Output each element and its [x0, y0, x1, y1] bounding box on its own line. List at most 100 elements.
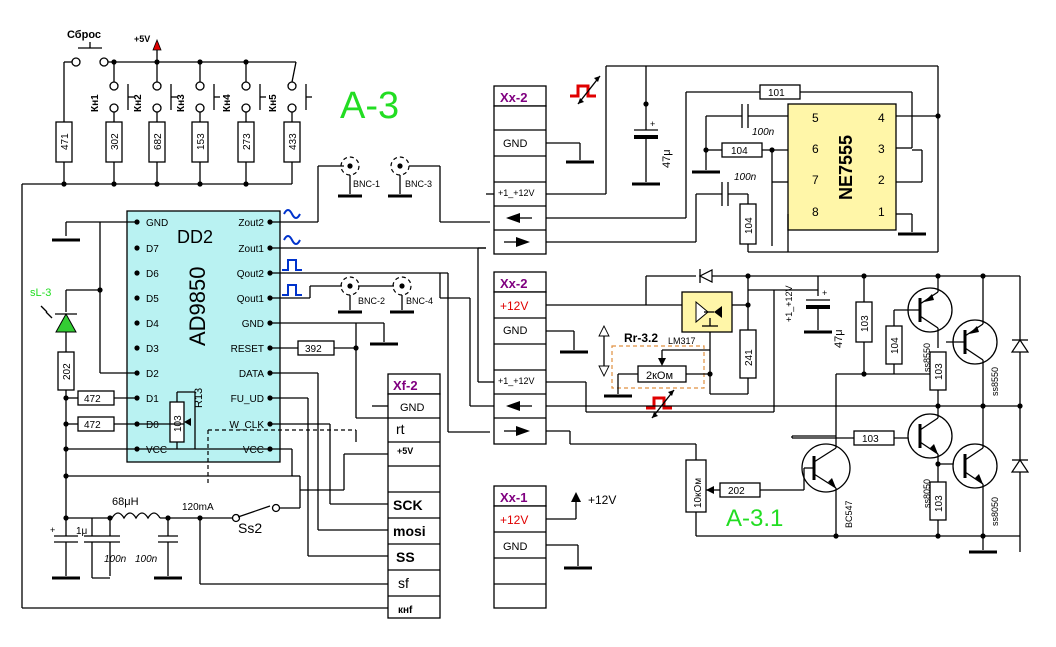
xx2-mid-arrow-right-icon — [516, 426, 530, 436]
button-column-3: Кн3 — [176, 62, 220, 122]
dd2-pin-d0: D0 — [146, 420, 159, 431]
xf2-pin-sf: sf — [398, 575, 409, 591]
resistor-241-label: 241 — [744, 349, 755, 366]
connector-xf2: Xf-2 GND rt +5V SCK mosi SS sf кнf — [387, 373, 441, 619]
button-label-4: Кн4 — [222, 94, 233, 112]
connector-xx1-title: Xx-1 — [500, 490, 527, 505]
button-label-3: Кн3 — [176, 94, 187, 112]
transistor-ss8550-1-label: ss8550 — [922, 343, 932, 372]
led-label: sL-3 — [30, 287, 51, 299]
xx2-mid-pin-gnd: GND — [503, 325, 528, 337]
connector-xx2-top-body — [493, 105, 547, 255]
dd2-pin-gnd-right: GND — [242, 319, 264, 330]
dd2-pin-d4: D4 — [146, 319, 159, 330]
plus5v-arrow-icon — [152, 38, 162, 51]
transistor-ss8050-1-label: ss8050 — [922, 479, 932, 508]
dd2-right-network: 392 — [207, 322, 398, 557]
dd2-pin-qout2: Qout2 — [237, 269, 265, 280]
resistor-472-d1-label: 472 — [84, 394, 101, 405]
xf2-pin-mosi: mosi — [393, 523, 426, 539]
resistor-104-side-label: 104 — [890, 337, 901, 354]
chip-dd2-body — [126, 210, 281, 463]
resistor-682-label: 682 — [153, 133, 164, 150]
dd2-pin-data: DATA — [239, 369, 265, 380]
transistor-bc547-label: BC547 — [844, 500, 854, 528]
button-column-4: Кн4 — [222, 62, 266, 122]
reset-label: Сброс — [67, 29, 101, 41]
transistor-ss8050-2-label: ss8050 — [990, 497, 1000, 526]
button-label-1: Кн1 — [90, 94, 101, 112]
dd2-pin-fu-ud: FU_UD — [231, 394, 264, 405]
xx2-top-pin-12v: +1_+12V — [498, 188, 535, 198]
adjust-arrow-down-icon — [598, 365, 610, 378]
button-column-1: Кн1 — [90, 62, 134, 122]
block-label-a31: A-3.1 — [726, 505, 783, 532]
dd2-left-network: sL-3 202 472 472 — [30, 221, 293, 490]
dd2-pin-gnd-left: GND — [146, 218, 168, 229]
cap-47u-right-label: 47μ — [833, 329, 845, 348]
resistor-104-vert-label: 104 — [744, 217, 755, 234]
connector-xf2-title: Xf-2 — [393, 378, 418, 393]
button-label-2: Кн2 — [133, 94, 144, 112]
dd2-pin-zout1: Zout1 — [238, 244, 264, 255]
reset-contact-left — [71, 57, 81, 67]
connector-xx1-body — [493, 505, 547, 609]
dd2-pin-d3: D3 — [146, 344, 159, 355]
cap-47u-top-label: 47μ — [661, 149, 673, 168]
xx1-pin-gnd: GND — [503, 541, 528, 553]
cap-100n-b-label: 100n — [734, 172, 757, 183]
reset-contact-right — [99, 57, 109, 67]
plus12v-small-label: +1_+12V — [784, 285, 794, 322]
chip-dd2: DD2 AD9850 GND D7 D6 D5 D4 D3 D2 D1 D0 V… — [126, 210, 281, 463]
resistor-472-d0-label: 472 — [84, 420, 101, 431]
resistor-202-bc-label: 202 — [728, 486, 745, 497]
button-label-5: Кн5 — [268, 94, 279, 112]
resistor-r13-label: R13 — [193, 388, 205, 408]
chip-ne7555: NE7555 5 6 7 8 4 3 2 1 + 47μ 101 — [546, 65, 941, 253]
resistor-104-ne-label: 104 — [731, 146, 748, 157]
connector-xx2-top: Xx-2 GND +1_+12V — [486, 85, 594, 255]
svg-text:+: + — [650, 119, 655, 129]
r13-wiper-arrow-icon — [184, 418, 191, 426]
dd2-pin-d7: D7 — [146, 244, 159, 255]
lm317-label: LM317 — [668, 336, 696, 346]
xx2-top-arrow-right-icon — [516, 237, 530, 247]
inductor-label: 68μH — [112, 496, 139, 508]
resistor-103-mid-label: 103 — [934, 363, 945, 380]
plus12v-arrow-icon — [571, 492, 581, 502]
transistor-ss8050-1 — [907, 413, 953, 459]
resistor-302-label: 302 — [110, 133, 121, 150]
resistor-202-bc — [719, 482, 761, 498]
dd2-pin-w-clk: W_CLK — [230, 420, 265, 431]
ne-pin-7: 7 — [812, 173, 819, 187]
resistor-153-label: 153 — [196, 133, 207, 150]
trimmer-rr-value: 2кОм — [646, 370, 673, 382]
trimmer-rr-label: Rr-3.2 — [624, 331, 658, 345]
dd2-pin-qout1: Qout1 — [237, 294, 265, 305]
bnc-1-label: BNC-1 — [353, 179, 380, 189]
chip-dd2-name: DD2 — [177, 227, 213, 247]
connector-xx2-mid-title: Xx-2 — [500, 276, 527, 291]
xx1-pin-12v: +12V — [500, 513, 528, 527]
current-label: 120mA — [182, 502, 214, 513]
dd2-pin-d2: D2 — [146, 369, 159, 380]
ne-pin-2: 2 — [878, 173, 885, 187]
dd2-pin-d1: D1 — [146, 394, 159, 405]
dd2-outputs: BNC-1 BNC-3 BNC-2 BNC-4 — [270, 156, 490, 433]
chip-dd2-part: AD9850 — [185, 266, 210, 346]
ne-pin-1: 1 — [878, 205, 885, 219]
switch-contact — [231, 513, 241, 523]
svg-text:+: + — [822, 288, 827, 298]
power-filter: + 1μ 68μH 100n 100n 120mA — [50, 476, 388, 585]
button-column-2: Кн2 — [133, 62, 177, 122]
trimmer-rr-box — [611, 345, 705, 389]
adjust-wave-icon-top — [570, 84, 596, 98]
square-wave-icon-1 — [282, 259, 302, 271]
lm317-symbol-icon — [695, 300, 709, 324]
button-column-5: Кн5 — [268, 61, 312, 122]
connector-xf2-body — [387, 393, 441, 619]
connector-xx2-top-title: Xx-2 — [500, 90, 527, 105]
xf2-pin-knf: кнf — [398, 605, 413, 616]
ne-pin-8: 8 — [812, 205, 819, 219]
